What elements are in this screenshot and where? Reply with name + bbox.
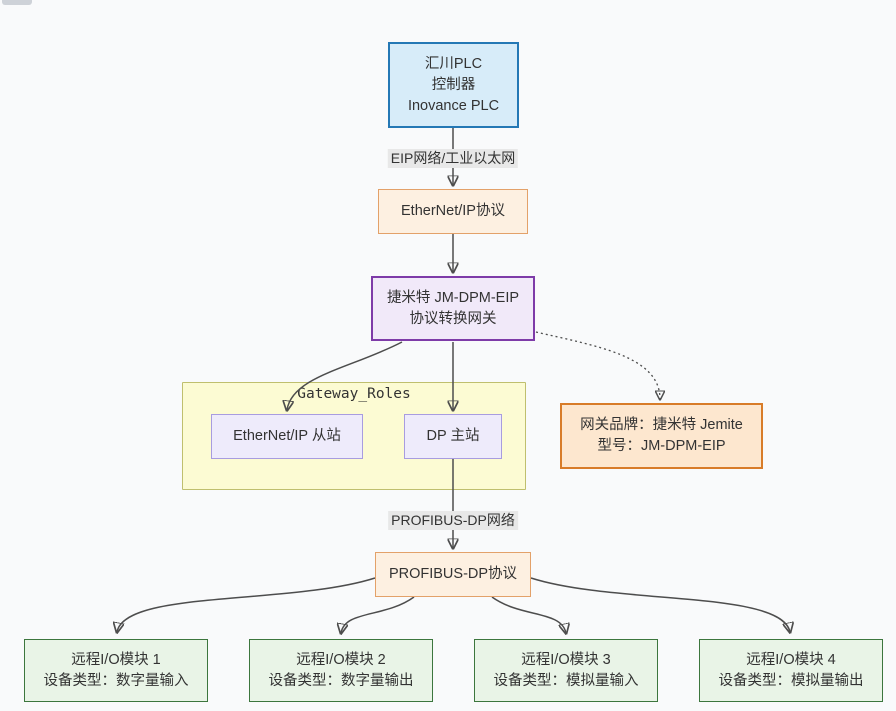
node-gateway: 捷米特 JM-DPM-EIP 协议转换网关 — [371, 276, 535, 341]
node-io-module-1-line1: 远程I/O模块 1 — [71, 651, 161, 668]
node-dp-master-label: DP 主站 — [426, 428, 480, 444]
node-io-module-4: 远程I/O模块 4 设备类型：模拟量输出 — [699, 639, 883, 702]
edge-profibus-to-io2 — [341, 596, 415, 633]
node-profibus-protocol-label: PROFIBUS-DP协议 — [388, 566, 518, 582]
node-io-module-2-line1: 远程I/O模块 2 — [296, 651, 386, 668]
node-ethernet-ip-protocol: EtherNet/IP协议 — [378, 189, 528, 234]
node-io-module-1-line2: 设备类型：数字量输入 — [43, 672, 189, 689]
edge-profibus-to-io4 — [530, 577, 790, 632]
node-inovance-plc: 汇川PLC 控制器 Inovance PLC — [388, 42, 519, 128]
node-io-module-2-line2: 设备类型：数字量输出 — [268, 672, 414, 689]
edge-gateway-to-gateway-info — [535, 331, 660, 399]
node-eip-slave-label: EtherNet/IP 从站 — [233, 428, 341, 444]
corner-artifact — [2, 0, 32, 5]
node-io-module-1: 远程I/O模块 1 设备类型：数字量输入 — [24, 639, 208, 702]
node-io-module-3-line1: 远程I/O模块 3 — [521, 651, 611, 668]
node-profibus-protocol: PROFIBUS-DP协议 — [375, 552, 531, 597]
node-gateway-info-line2: 型号：JM-DPM-EIP — [597, 438, 726, 454]
subgraph-title: Gateway_Roles — [297, 386, 411, 402]
node-gateway-info-line1: 网关品牌：捷米特 Jemite — [580, 417, 743, 433]
node-inovance-plc-line2: 控制器 — [431, 76, 476, 93]
node-dp-master: DP 主站 — [404, 414, 502, 459]
node-io-module-4-line1: 远程I/O模块 4 — [746, 651, 836, 668]
node-ethernet-ip-protocol-label: EtherNet/IP协议 — [401, 203, 505, 219]
node-io-module-3: 远程I/O模块 3 设备类型：模拟量输入 — [474, 639, 658, 702]
node-inovance-plc-line1: 汇川PLC — [424, 55, 483, 72]
node-io-module-3-line2: 设备类型：模拟量输入 — [493, 672, 639, 689]
node-io-module-4-line2: 设备类型：模拟量输出 — [718, 672, 864, 689]
edge-profibus-to-io3 — [491, 596, 566, 633]
node-gateway-line1: 捷米特 JM-DPM-EIP — [386, 289, 520, 306]
edge-label-profibus-network: PROFIBUS-DP网络 — [388, 511, 518, 530]
node-gateway-info: 网关品牌：捷米特 Jemite 型号：JM-DPM-EIP — [560, 403, 763, 469]
node-io-module-2: 远程I/O模块 2 设备类型：数字量输出 — [249, 639, 433, 702]
edge-label-eip-network: EIP网络/工业以太网 — [387, 149, 519, 168]
edge-profibus-to-io1 — [117, 577, 376, 632]
node-inovance-plc-line3: Inovance PLC — [407, 97, 500, 114]
node-eip-slave: EtherNet/IP 从站 — [211, 414, 363, 459]
node-gateway-line2: 协议转换网关 — [409, 310, 497, 327]
